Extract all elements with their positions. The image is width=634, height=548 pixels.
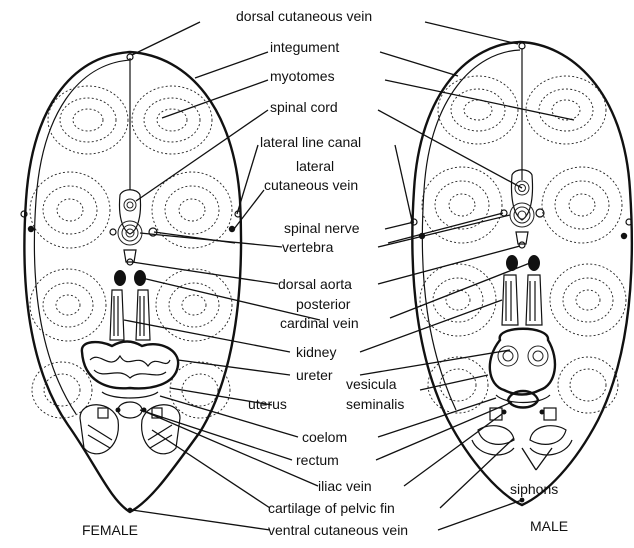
male-cross-section [411, 42, 632, 505]
label-cartilage-of-pelvic-fin: cartilage of pelvic fin [268, 500, 395, 516]
male-lateral-cutaneous-vein-right [621, 233, 627, 239]
female-pelvic-fins [80, 405, 180, 454]
male-coelom [496, 395, 550, 403]
label-coelom: coelom [302, 429, 347, 445]
male-kidneys [502, 275, 542, 325]
female-kidneys [110, 290, 150, 340]
label-iliac-vein: iliac vein [318, 478, 372, 494]
female-body-outline [24, 52, 241, 512]
label-integument: integument [270, 39, 339, 55]
female-uterus [82, 342, 178, 389]
label-dorsal-cutaneous-vein: dorsal cutaneous vein [236, 8, 372, 24]
label-uterus: uterus [248, 396, 287, 412]
label-lateral-cutaneous-vein-line1: lateral [296, 158, 334, 174]
female-iliac-vein-left [116, 408, 121, 413]
female-spinal-cord [124, 199, 136, 211]
label-ureter: ureter [296, 367, 333, 383]
label-ventral-cutaneous-vein: ventral cutaneous vein [268, 522, 408, 538]
male-dorsal-aorta [519, 242, 525, 248]
female-myotomes [30, 86, 232, 418]
label-siphons: siphons [510, 481, 558, 497]
female-posterior-cardinal-vein-left [114, 270, 126, 286]
male-vesicula-seminalis [490, 329, 555, 395]
label-spinal-cord: spinal cord [270, 99, 338, 115]
label-male: MALE [530, 518, 568, 534]
female-spinal-nerve-left [110, 229, 116, 235]
label-lateral-line-canal: lateral line canal [260, 134, 361, 150]
female-rectum [118, 402, 142, 418]
label-vesicula-seminalis-line1: vesicula [346, 376, 397, 392]
male-pelvic-fins [478, 408, 566, 444]
labels: dorsal cutaneous vein integument myotome… [82, 8, 568, 538]
label-spinal-nerve: spinal nerve [284, 220, 360, 236]
label-myotomes: myotomes [270, 68, 335, 84]
female-coelom [102, 392, 158, 398]
label-vertebra: vertebra [282, 239, 334, 255]
label-posterior-cardinal-vein-line2: cardinal vein [280, 315, 359, 331]
label-vesicula-seminalis-line2: seminalis [346, 396, 404, 412]
female-neural-arch [119, 190, 140, 234]
female-cross-section [21, 52, 241, 512]
label-posterior-cardinal-vein-line1: posterior [296, 296, 351, 312]
female-haemal-arch [124, 250, 136, 262]
label-rectum: rectum [296, 452, 339, 468]
label-female: FEMALE [82, 522, 138, 538]
label-lateral-cutaneous-vein-line2: cutaneous vein [264, 177, 358, 193]
label-kidney: kidney [296, 344, 336, 360]
female-lateral-cutaneous-vein-left [28, 226, 34, 232]
female-ventral-cutaneous-vein [128, 508, 133, 513]
label-dorsal-aorta: dorsal aorta [278, 276, 352, 292]
